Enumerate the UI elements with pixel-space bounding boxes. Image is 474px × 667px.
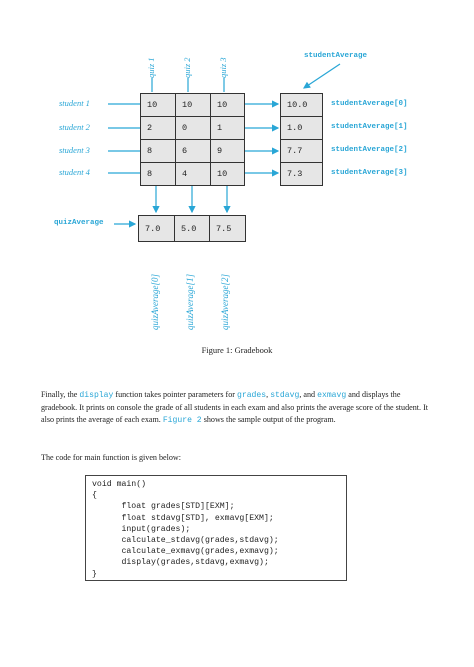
text: and displays the gradebook. It prints on… [41,390,429,424]
code-line: calculate_exmavg(grades,exmavg); [92,547,279,557]
code-exmavg: exmavg [317,391,347,400]
text: , and [299,390,318,399]
grade-cell: 9 [210,139,245,163]
student-average-label: studentAverage[0] [331,100,408,108]
quiz-average-cell: 7.0 [138,215,175,242]
text: shows the sample output of the program. [201,415,336,424]
student-label: student 1 [59,98,90,108]
code-line: input(grades); [92,524,191,534]
student-average-label: studentAverage[1] [331,123,408,131]
intro-paragraph: The code for main function is given belo… [41,453,182,462]
description-paragraph: Finally, the display function takes poin… [41,389,436,427]
figure-caption: Figure 1: Gradebook [201,345,273,355]
code-display: display [79,391,114,400]
student-average-cell: 7.3 [280,162,323,186]
quiz-average-cell: 5.0 [174,215,210,242]
grade-cell: 1 [210,116,245,140]
code-block: void main() { float grades[STD][EXM]; flo… [85,475,347,581]
code-line: calculate_stdavg(grades,stdavg); [92,536,279,546]
gradebook-diagram-lines [108,63,341,228]
code-line: } [92,569,97,579]
student-average-cell: 7.7 [280,139,323,163]
quiz-average-label: quizAverage[2] [220,274,230,330]
grade-cell: 0 [175,116,211,140]
figure-link[interactable]: Figure 2 [162,416,202,425]
grade-cell: 10 [210,93,245,117]
quiz-average-label: quizAverage[0] [150,274,160,330]
student-label: student 3 [59,145,90,155]
grade-cell: 10 [140,93,176,117]
student-average-title: studentAverage [304,52,368,60]
quiz-label: quiz 2 [182,57,192,78]
code-line: { [92,491,97,501]
grade-cell: 8 [140,139,176,163]
quiz-label: quiz 1 [146,57,156,78]
student-average-cell: 10.0 [280,93,323,117]
code-line: float stdavg[STD], exmavg[EXM]; [92,513,274,523]
quiz-label: quiz 3 [218,57,228,78]
code-grades: grades [236,391,267,400]
student-average-label: studentAverage[3] [331,169,408,177]
code-line: float grades[STD][EXM]; [92,502,235,512]
quiz-average-title: quizAverage [54,219,104,227]
grade-cell: 2 [140,116,176,140]
code-line: display(grades,stdavg,exmavg); [92,558,269,568]
grade-cell: 6 [175,139,211,163]
grade-cell: 10 [175,93,211,117]
text: , [266,390,271,399]
code-line: void main() [92,480,147,489]
grade-cell: 10 [210,162,245,186]
student-average-cell: 1.0 [280,116,323,140]
quiz-average-cell: 7.5 [209,215,246,242]
student-label: student 2 [59,122,90,132]
grade-cell: 4 [175,162,211,186]
quiz-average-label: quizAverage[1] [185,274,195,330]
text: function takes pointer parameters for [113,390,237,399]
student-label: student 4 [59,167,90,177]
text: Finally, the [41,390,80,399]
student-average-label: studentAverage[2] [331,146,408,154]
code-stdavg: stdavg [270,391,300,400]
grade-cell: 8 [140,162,176,186]
